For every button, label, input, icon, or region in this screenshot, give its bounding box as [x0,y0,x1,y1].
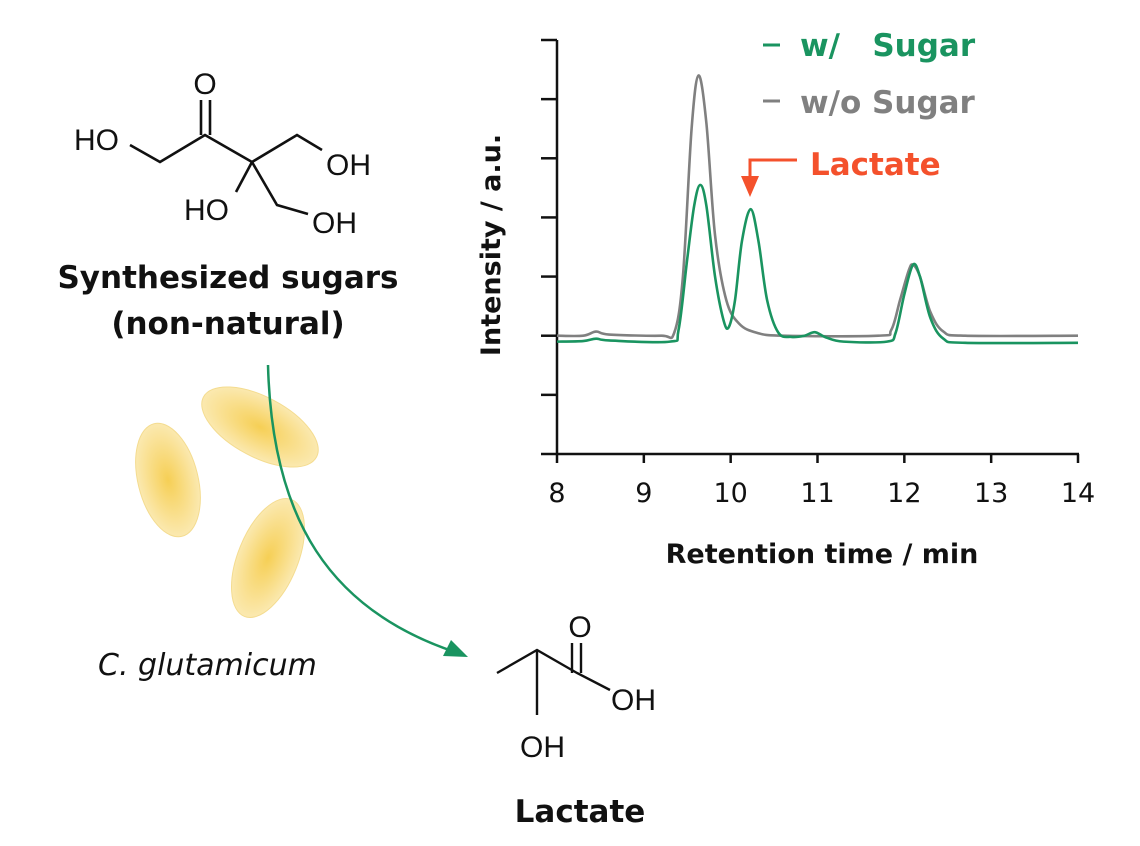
legend-without-sugar: w/o Sugar [800,85,976,121]
atom-o: O [193,68,216,101]
chromatogram: 8 9 10 11 12 13 14 Intensity / a.u. Retention … [476,28,1095,570]
lactate-structure [496,643,611,715]
x-tick-label: 13 [974,478,1008,509]
x-tick-label: 10 [713,478,747,509]
y-axis-label: Intensity / a.u. [476,134,507,356]
bacterium-cell [135,422,201,538]
atom-oh: OH [312,207,357,240]
conversion-arrow [266,364,456,654]
x-tick-label: 12 [887,478,921,509]
sugar-structure [129,100,323,216]
atom-oh: OH [611,684,656,717]
atom-ho: HO [74,124,119,157]
lactate-title: Lactate [515,794,646,830]
lactate-pointer [748,158,797,180]
x-ticks: 8 9 10 11 12 13 14 [548,454,1095,509]
legend-with-sugar: w/ Sugar [800,28,976,64]
bacterium-cell [231,498,305,618]
arrow-down-icon [741,176,759,197]
sugar-title: Synthesized sugars [57,260,398,296]
sugar-subtitle: (non-natural) [111,306,344,342]
x-tick-label: 9 [635,478,652,509]
lactate-peak-label: Lactate [810,147,941,183]
x-tick-label: 11 [800,478,834,509]
atom-ho: HO [184,194,229,227]
x-tick-label: 8 [548,478,565,509]
organism-label: C. glutamicum [98,648,317,683]
y-ticks [541,38,557,456]
atom-oh: OH [326,149,371,182]
arrowhead-icon [443,640,468,657]
atom-o: O [568,611,591,644]
series-line-w-sugar [556,183,1079,345]
bacterium-cell [201,386,319,468]
x-axis-label: Retention time / min [666,539,979,570]
atom-oh: OH [520,731,565,764]
x-tick-label: 14 [1061,478,1095,509]
